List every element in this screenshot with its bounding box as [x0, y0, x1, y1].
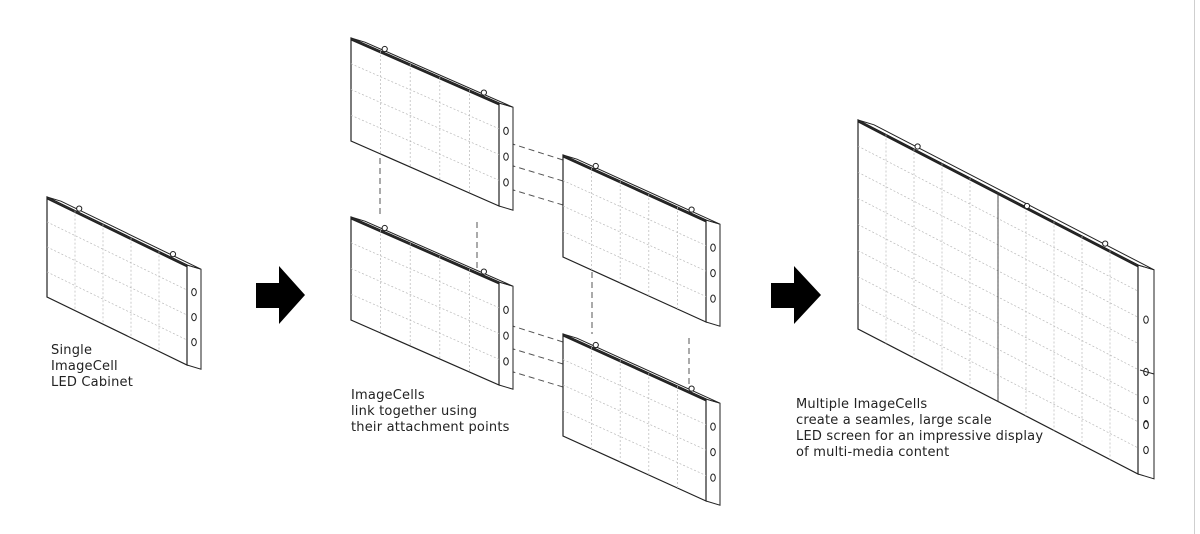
module-grid-line [46, 271, 188, 341]
lifting-handle [1102, 240, 1109, 247]
attachment-point [710, 422, 716, 431]
cabinet-rail [562, 155, 707, 223]
cabinet-seam [1139, 369, 1155, 375]
module-grid-line [350, 268, 500, 334]
lifting-handle [688, 206, 695, 213]
caption-line: LED Cabinet [51, 375, 134, 390]
attachment-point [503, 126, 509, 135]
lifting-handle [381, 45, 388, 53]
caption-line: ImageCell [51, 359, 118, 374]
arrow-right-icon [771, 266, 821, 324]
lifting-handle [76, 205, 83, 212]
led-cabinet [562, 333, 721, 506]
caption-line: create a seamles, large scale [796, 413, 992, 428]
attachment-point [1143, 445, 1149, 455]
cabinet-front [562, 154, 707, 323]
lifting-handle [169, 251, 177, 258]
step-arrows [256, 266, 821, 324]
led-cabinet [350, 37, 514, 211]
caption-line: ImageCells [351, 388, 425, 403]
lifting-handle [914, 143, 921, 150]
attachment-point [503, 152, 509, 161]
attachment-point [1143, 315, 1149, 324]
caption-line: their attachment points [351, 420, 510, 435]
led-cabinet [857, 119, 1155, 480]
arrow-right-icon [256, 266, 305, 324]
caption-line: link together using [351, 404, 478, 419]
module-grid-line [350, 114, 500, 181]
module-grid-line [46, 221, 188, 291]
cabinet-rail [350, 38, 500, 106]
cabinet-rail [46, 197, 188, 268]
attachment-point [710, 473, 716, 482]
attachment-point [710, 243, 716, 252]
cabinet-front [562, 333, 707, 502]
link-together-caption: ImageCells link together using their att… [351, 388, 510, 436]
attachment-point [1143, 395, 1149, 405]
cabinet-drawings [46, 37, 1155, 506]
attachment-point [191, 338, 197, 347]
attachment-point [710, 448, 716, 457]
led-cabinet [350, 216, 514, 390]
led-cabinet [562, 154, 721, 327]
lifting-handle [480, 89, 487, 96]
module-grid-line [350, 242, 500, 309]
module-grid-line [350, 293, 500, 360]
attachment-point [503, 357, 509, 366]
lifting-handle [592, 162, 599, 170]
lifting-handle [1023, 202, 1031, 210]
lifting-handle [480, 268, 487, 275]
page-edge-rule [1194, 0, 1195, 534]
attachment-point [1143, 420, 1149, 430]
module-grid-line [46, 246, 188, 316]
module-grid-line [350, 89, 500, 155]
lifting-handle [592, 341, 599, 349]
multiple-cabinets-caption: Multiple ImageCells create a seamles, la… [796, 397, 1043, 461]
cabinet-rail [562, 334, 707, 402]
attachment-point [191, 313, 197, 322]
attachment-point [503, 178, 509, 187]
attachment-point [191, 288, 197, 297]
module-grid-line [350, 63, 500, 130]
cabinet-rail [350, 217, 500, 285]
lifting-handle [381, 224, 388, 232]
attachment-point [503, 305, 509, 314]
caption-line: Multiple ImageCells [796, 397, 928, 412]
caption-line: Single [51, 343, 93, 358]
caption-line: of multi-media content [796, 445, 950, 460]
caption-line: LED screen for an impressive display [796, 429, 1044, 444]
led-cabinet [46, 196, 202, 370]
attachment-point [710, 294, 716, 303]
attachment-point [710, 269, 716, 278]
lifting-handle [688, 385, 695, 392]
attachment-point [503, 331, 509, 340]
single-cabinet-caption: Single ImageCell LED Cabinet [51, 343, 133, 391]
